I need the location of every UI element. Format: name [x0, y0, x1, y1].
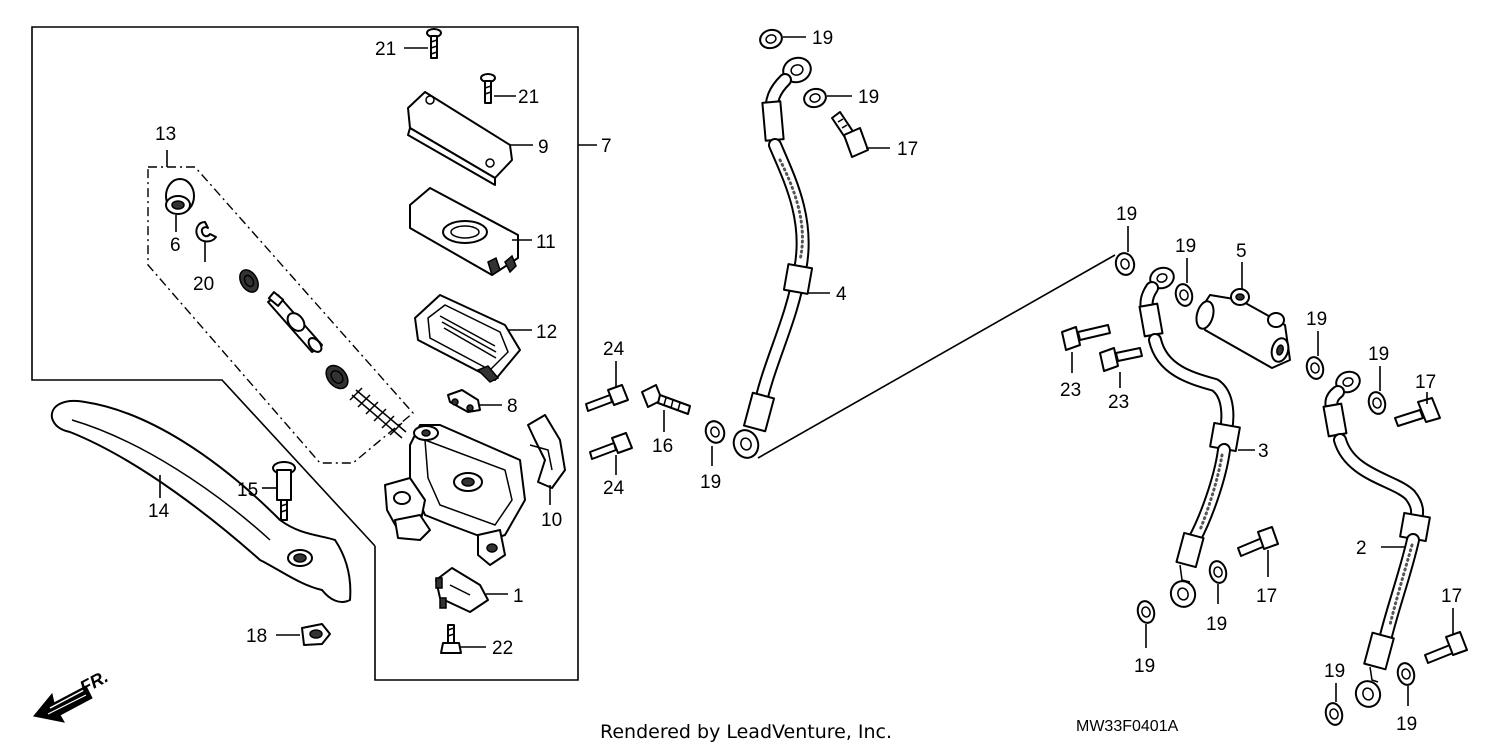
callout-2: 2	[1356, 538, 1367, 559]
callout-19-mid: 19	[700, 472, 721, 493]
bolt-17-mid[interactable]	[1237, 526, 1279, 557]
brake-hose-2[interactable]	[1322, 368, 1431, 710]
washer-19-second[interactable]	[802, 86, 828, 109]
bolt-17-upper[interactable]	[831, 111, 869, 158]
callout-24-lower: 24	[603, 478, 625, 499]
callout-19-rg7: 19	[1396, 714, 1417, 735]
master-cylinder-body[interactable]	[384, 424, 526, 566]
callout-14: 14	[148, 501, 170, 522]
callout-19-rg4: 19	[1368, 344, 1389, 365]
washer-19-rg7[interactable]	[1395, 661, 1416, 686]
callout-4: 4	[836, 284, 847, 305]
callout-23-lower: 23	[1108, 392, 1129, 413]
callout-21-second: 21	[518, 87, 539, 108]
bolt-17-right-lower[interactable]	[1424, 631, 1468, 664]
callout-11: 11	[536, 232, 556, 253]
bolt-16[interactable]	[641, 384, 691, 415]
assembly-7-frame	[31, 26, 579, 681]
callout-17-right-lower: 17	[1441, 586, 1462, 607]
nut-18[interactable]	[301, 623, 331, 646]
callout-17-mid: 17	[1256, 586, 1277, 607]
rendered-by-credit: Rendered by LeadVenture, Inc.	[600, 721, 892, 743]
front-direction-arrow-icon	[33, 685, 93, 723]
brake-lever-14[interactable]	[50, 399, 352, 603]
callout-17-upper: 17	[897, 139, 918, 160]
callout-19-second: 19	[858, 87, 879, 108]
brake-hose-3[interactable]	[1138, 264, 1241, 610]
piston-set-parts[interactable]	[236, 267, 407, 439]
clip-8[interactable]	[447, 389, 481, 413]
callout-13: 13	[155, 124, 176, 145]
bolt-23-lower[interactable]	[1099, 347, 1143, 372]
callout-19-rg5: 19	[1206, 614, 1227, 635]
diagram-code: MW33F0401A	[1076, 718, 1179, 735]
washer-19-rg1[interactable]	[1113, 251, 1136, 277]
callout-7: 7	[601, 136, 612, 157]
callout-19-top: 19	[812, 28, 833, 49]
washer-19-top[interactable]	[758, 27, 784, 50]
brake-hose-4[interactable]	[730, 54, 814, 461]
boot-6[interactable]	[165, 178, 195, 215]
circlip-20[interactable]	[195, 221, 217, 243]
callout-15: 15	[237, 480, 258, 501]
callout-5: 5	[1236, 241, 1247, 262]
callout-1: 1	[513, 586, 524, 607]
piston-set-13-frame	[147, 166, 415, 464]
three-way-joint-5[interactable]	[1194, 288, 1291, 369]
bolt-24-upper[interactable]	[585, 384, 629, 412]
callout-20: 20	[193, 274, 214, 295]
bolt-24-lower[interactable]	[589, 432, 633, 460]
screw-22[interactable]	[440, 624, 462, 654]
screw-21-second[interactable]	[480, 73, 496, 104]
washer-19-rg3[interactable]	[1304, 355, 1325, 380]
holder-10[interactable]	[527, 414, 566, 489]
callout-9: 9	[538, 137, 549, 158]
washer-19-rg2[interactable]	[1173, 282, 1194, 307]
bolt-17-right-upper[interactable]	[1394, 397, 1441, 427]
callout-19-rg2: 19	[1175, 236, 1196, 257]
callout-21-top: 21	[375, 39, 396, 60]
callout-19-rg3: 19	[1306, 309, 1327, 330]
callout-22: 22	[492, 638, 513, 659]
callout-6: 6	[170, 235, 181, 256]
washer-19-rg6[interactable]	[1135, 599, 1156, 624]
pivot-bolt-15[interactable]	[272, 461, 296, 521]
callout-19-rg1: 19	[1116, 204, 1137, 225]
switch-1[interactable]	[435, 567, 489, 613]
callout-17-right-upper: 17	[1415, 372, 1436, 393]
washer-19-rg5[interactable]	[1207, 559, 1228, 584]
washer-19-rg8[interactable]	[1323, 701, 1344, 726]
diaphragm-12[interactable]	[414, 294, 521, 383]
callout-8: 8	[507, 396, 518, 417]
callout-3: 3	[1258, 441, 1269, 462]
washer-19-mid[interactable]	[703, 419, 727, 446]
callout-18: 18	[246, 626, 267, 647]
diaphragm-plate-11[interactable]	[409, 187, 519, 277]
screw-21-top[interactable]	[426, 28, 442, 59]
callout-12: 12	[536, 322, 557, 343]
reservoir-cap-9[interactable]	[407, 91, 513, 186]
bolt-23-upper[interactable]	[1061, 324, 1111, 351]
callout-19-rg6: 19	[1134, 656, 1155, 677]
callout-10: 10	[541, 510, 562, 531]
callout-19-rg8: 19	[1324, 661, 1345, 682]
washer-19-rg4[interactable]	[1366, 390, 1387, 415]
callout-16: 16	[652, 436, 673, 457]
callout-24-upper: 24	[603, 339, 625, 360]
callout-23-upper: 23	[1060, 380, 1081, 401]
